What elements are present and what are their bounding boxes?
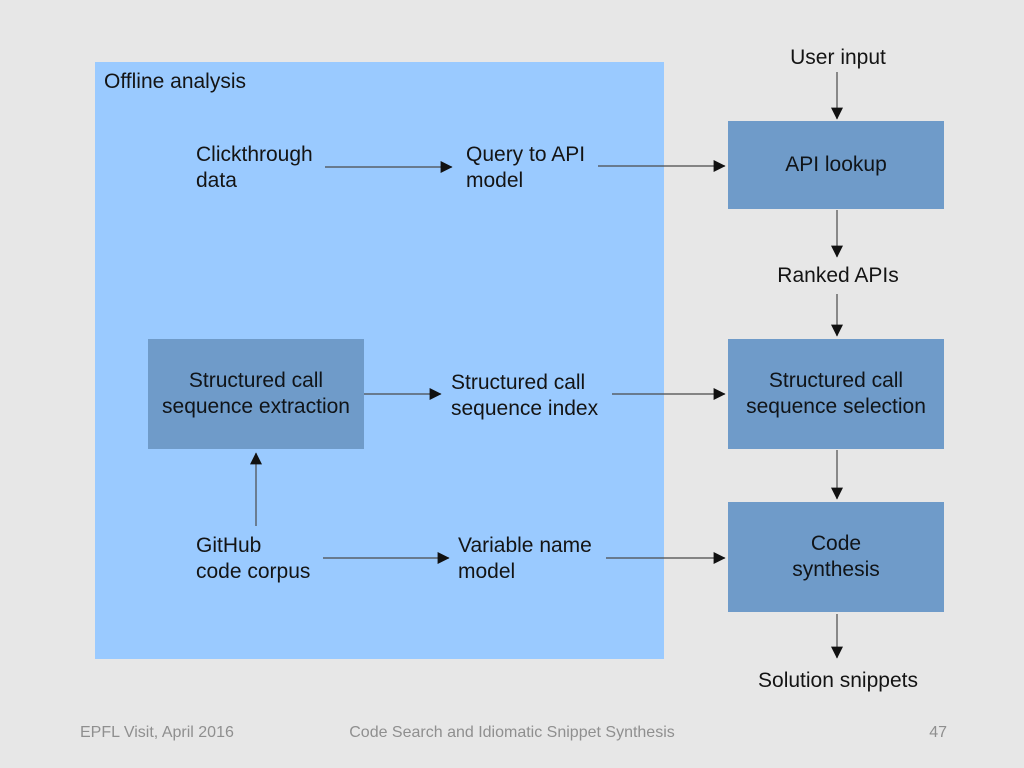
- node-structured-call-sequence-extraction: Structured call sequence extraction: [148, 339, 364, 449]
- node-code-synthesis: Code synthesis: [728, 502, 944, 612]
- panel-title: Offline analysis: [104, 70, 247, 93]
- node-api-lookup: API lookup: [728, 121, 944, 209]
- label-solution-snippets: Solution snippets: [758, 669, 918, 692]
- label-ranked-apis: Ranked APIs: [777, 264, 899, 287]
- label-variable-name-model: Variable name model: [458, 534, 592, 583]
- label-user-input: User input: [790, 46, 886, 69]
- slide-footer: EPFL Visit, April 2016 Code Search and I…: [0, 724, 1024, 750]
- footer-page-number: 47: [929, 724, 947, 741]
- label-github-code-corpus: GitHub code corpus: [196, 534, 311, 583]
- node-structured-call-sequence-selection: Structured call sequence selection: [728, 339, 944, 449]
- footer-event-date: EPFL Visit, April 2016: [80, 724, 234, 741]
- label-clickthrough-data: Clickthrough data: [196, 143, 313, 192]
- label-structured-call-sequence-index: Structured call sequence index: [451, 371, 599, 420]
- footer-presentation-title: Code Search and Idiomatic Snippet Synthe…: [349, 724, 675, 741]
- label-query-to-api-model: Query to API model: [466, 143, 586, 192]
